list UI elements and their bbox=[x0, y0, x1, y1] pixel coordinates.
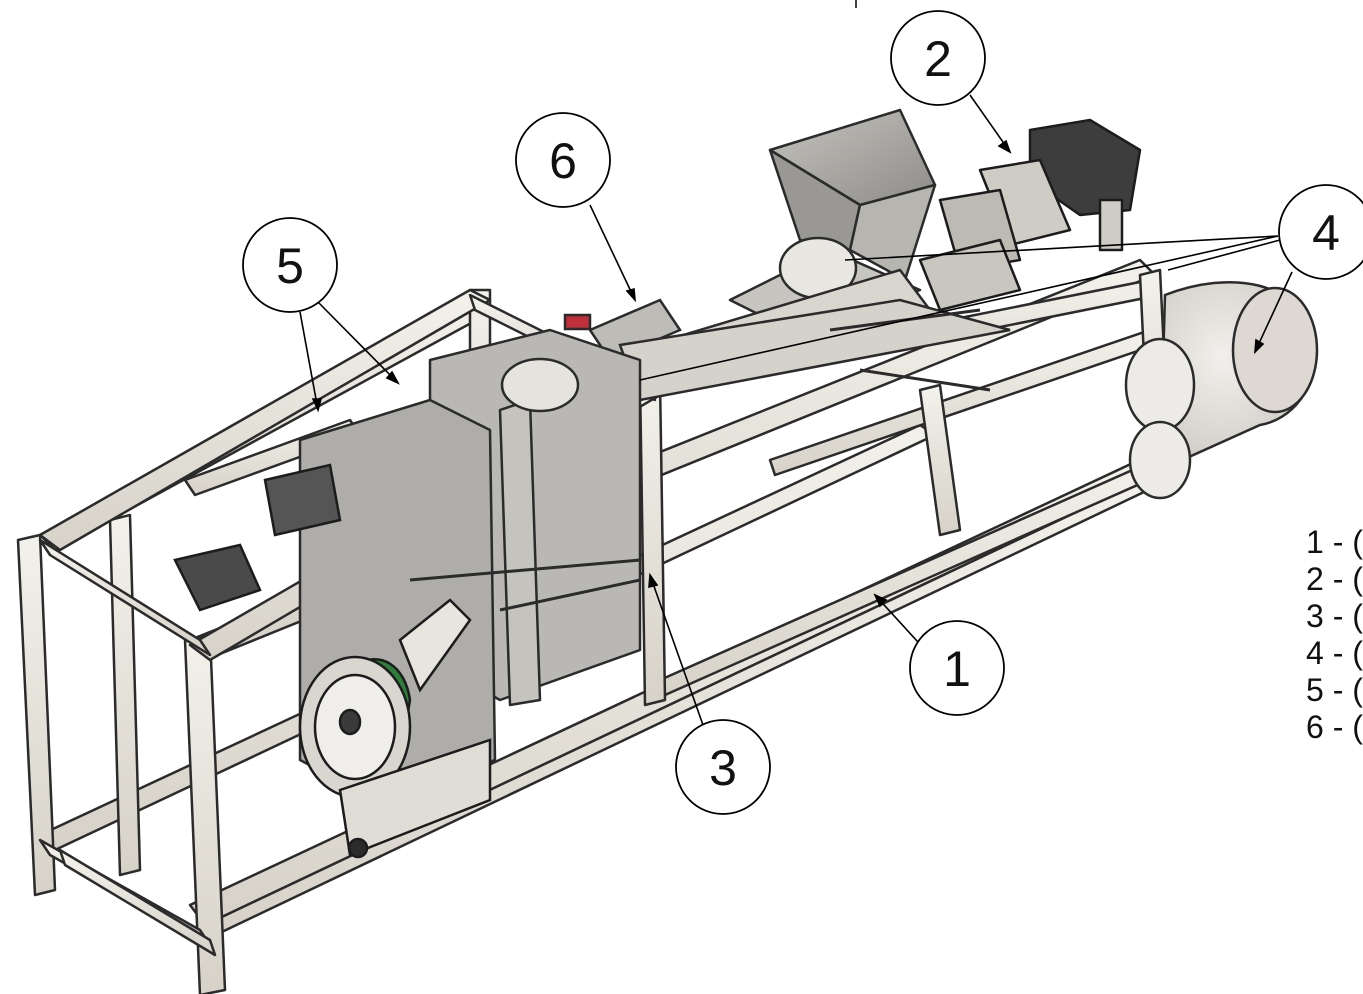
callout-6: 6 bbox=[515, 112, 611, 208]
callout-6-label: 6 bbox=[549, 133, 577, 189]
blower-duct bbox=[1124, 280, 1319, 500]
legend-item-4: 4 - ( bbox=[1306, 635, 1363, 671]
callout-1-label: 1 bbox=[943, 641, 971, 697]
callout-3: 3 bbox=[675, 719, 771, 815]
callout-4-label: 4 bbox=[1312, 205, 1340, 261]
legend-item-6: 6 - ( bbox=[1306, 709, 1363, 745]
callout-4: 4 bbox=[1278, 184, 1363, 280]
drive-pulley bbox=[298, 598, 492, 859]
motor-assembly bbox=[918, 118, 1142, 312]
callout-5-label: 5 bbox=[276, 238, 304, 294]
leader-lines bbox=[299, 94, 1293, 726]
callout-3-label: 3 bbox=[709, 740, 737, 796]
callout-5: 5 bbox=[242, 217, 338, 313]
left-motor bbox=[173, 463, 342, 612]
callout-balloons: 1 2 3 4 5 6 bbox=[242, 10, 1363, 815]
callout-1: 1 bbox=[909, 620, 1005, 716]
callout-2: 2 bbox=[890, 10, 986, 106]
callout-2-label: 2 bbox=[924, 31, 952, 87]
legend-item-5: 5 - ( bbox=[1306, 672, 1363, 708]
legend-item-2: 2 - ( bbox=[1306, 561, 1363, 597]
parts-legend: 1 - ( 2 - ( 3 - ( 4 - ( 5 - ( 6 - ( bbox=[1306, 524, 1363, 746]
legend-item-1: 1 - ( bbox=[1306, 524, 1363, 560]
legend-item-3: 3 - ( bbox=[1306, 598, 1363, 634]
